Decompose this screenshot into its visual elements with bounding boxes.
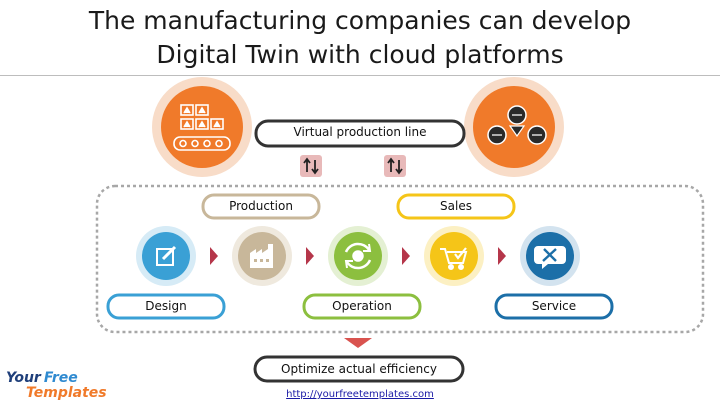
service-pill — [494, 293, 614, 320]
logo-word-your: Your — [6, 370, 41, 386]
tools-speech-icon — [534, 246, 566, 269]
logo-word-free: Free — [43, 370, 78, 386]
optimize-label: Optimize actual efficiency — [281, 362, 437, 376]
down-arrow — [344, 338, 372, 348]
page-title: The manufacturing companies can develop … — [0, 4, 720, 72]
production-pill — [201, 193, 321, 220]
flow-arrow-3 — [402, 247, 410, 265]
factory-icon — [250, 244, 273, 268]
service-label: Service — [531, 299, 577, 313]
sync-arrows-right — [384, 155, 406, 177]
sync-arrows-left — [300, 155, 322, 177]
sales-pill — [396, 193, 516, 220]
optimize-pill — [253, 355, 465, 383]
title-line-1: The manufacturing companies can develop — [88, 6, 632, 35]
design-label: Design — [145, 299, 187, 313]
production-label: Production — [229, 199, 293, 213]
virtual-line-pill — [254, 119, 466, 148]
design-pill — [106, 293, 226, 320]
cloud-network-icon — [487, 105, 547, 145]
operation-pill — [302, 293, 422, 320]
flow-arrow-4 — [498, 247, 506, 265]
logo-word-templates: Templates — [26, 385, 107, 401]
shopping-cart-icon — [440, 247, 468, 270]
sales-circle — [430, 232, 478, 280]
operation-label: Operation — [332, 299, 392, 313]
process-frame — [95, 184, 705, 334]
flow-arrow-1 — [210, 247, 218, 265]
title-divider — [0, 75, 720, 76]
flow-arrow-2 — [306, 247, 314, 265]
virtual-line-label: Virtual production line — [293, 125, 427, 139]
edit-icon — [156, 245, 177, 266]
title-line-2: Digital Twin with cloud platforms — [156, 40, 564, 69]
cycle-gear-icon — [344, 242, 372, 270]
footer-url-link[interactable]: http://yourfreetemplates.com — [286, 389, 434, 400]
sales-label: Sales — [440, 199, 472, 213]
factory-machines-icon — [173, 104, 231, 151]
